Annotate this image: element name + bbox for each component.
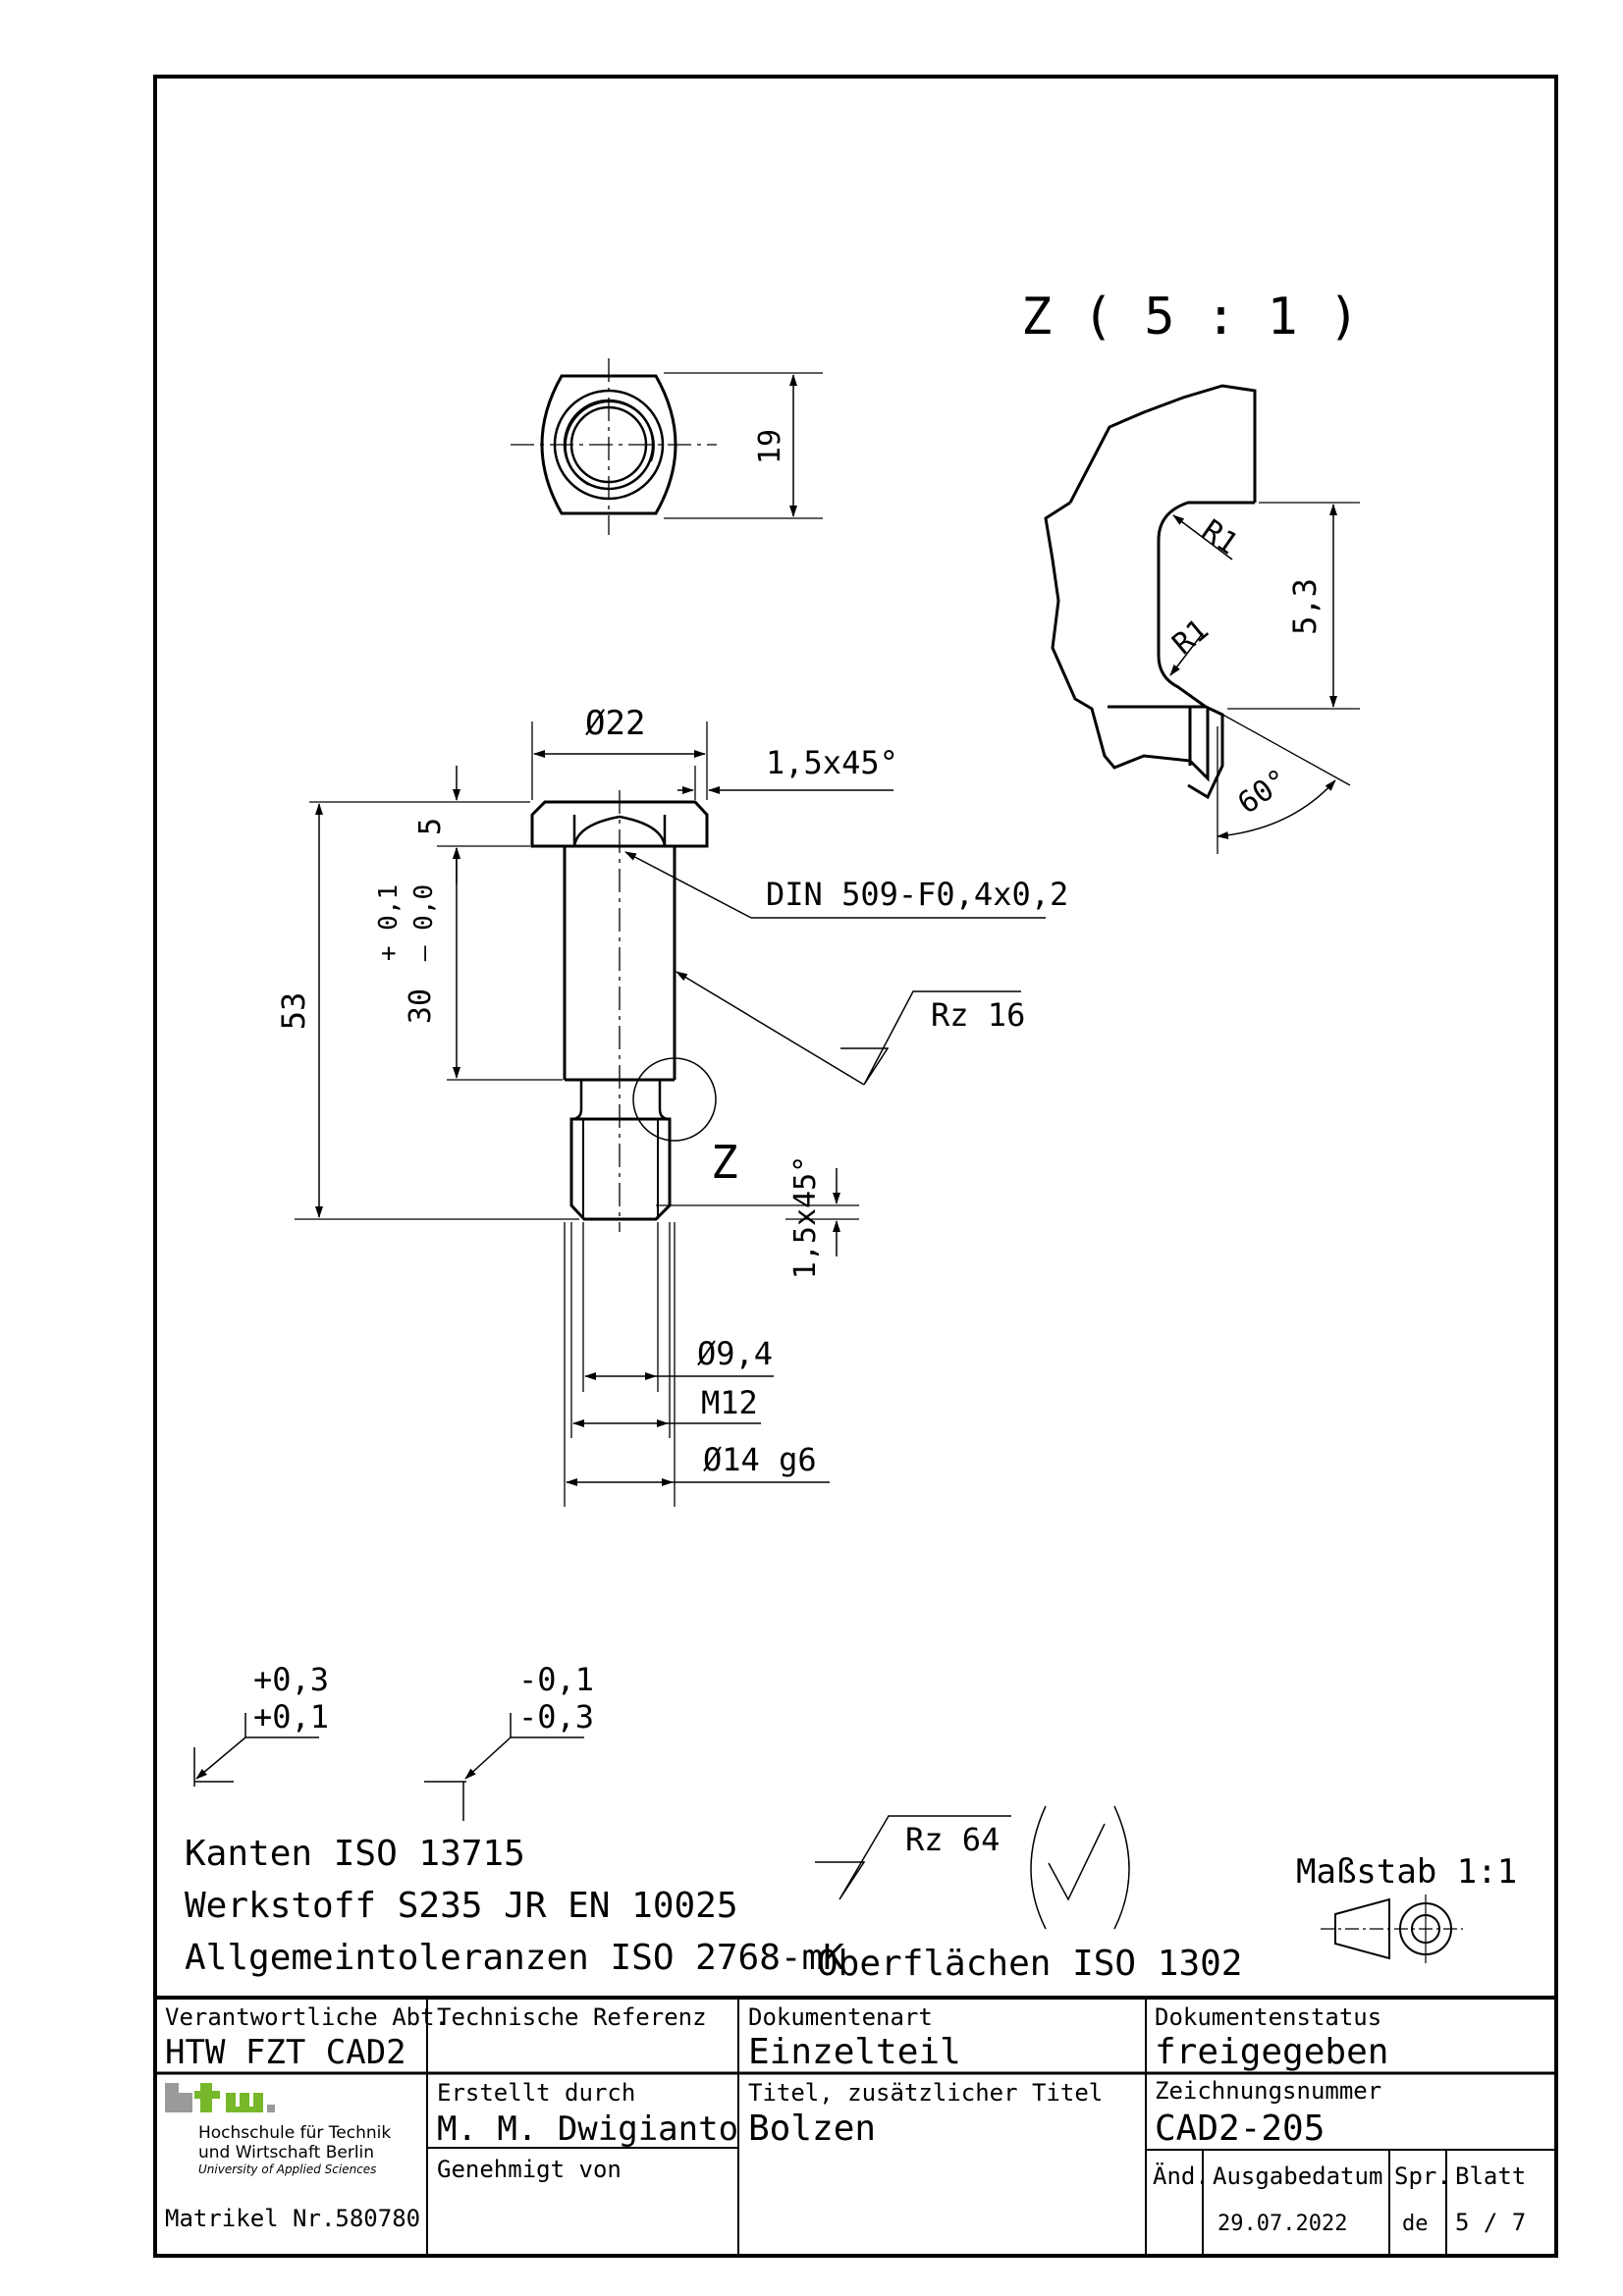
dim-chamfer-end: 1,5x45° — [788, 1155, 823, 1279]
tb-title: Bolzen — [748, 2109, 876, 2149]
detail-r1-bottom: R1 — [1166, 613, 1216, 662]
dim-dia-shaft: Ø14 g6 — [703, 1441, 817, 1478]
note-edges: Kanten ISO 13715 — [185, 1834, 525, 1874]
dim-top-height: 19 — [753, 429, 787, 464]
tb-sheet-label: Blatt — [1455, 2163, 1526, 2190]
dim-undercut: DIN 509-F0,4x0,2 — [766, 876, 1068, 913]
detail-angle: 60° — [1232, 763, 1295, 822]
surface-rz: Rz 64 — [905, 1821, 1000, 1858]
top-view — [511, 358, 823, 535]
tb-doc-status: freigegeben — [1155, 2032, 1388, 2072]
tb-issue-date-label: Ausgabedatum — [1213, 2163, 1382, 2190]
tol-left-upper: +0,3 — [253, 1661, 329, 1698]
tb-rev-label: Änd. — [1153, 2162, 1210, 2190]
tb-drawing-no: CAD2-205 — [1155, 2109, 1325, 2149]
front-view — [530, 790, 717, 1232]
tb-created-by: M. M. Dwigianto — [437, 2109, 738, 2149]
tb-issue-date: 29.07.2022 — [1217, 2212, 1347, 2236]
tb-lang: de — [1402, 2212, 1429, 2236]
dim-head-height: 5 — [413, 818, 448, 835]
detail-marker: Z — [711, 1136, 738, 1189]
detail-r1-top: R1 — [1195, 513, 1244, 561]
detail-view — [1044, 384, 1360, 854]
tb-sheet: 5 / 7 — [1455, 2209, 1526, 2236]
dim-dia-core: Ø9,4 — [697, 1335, 773, 1372]
detail-height: 5,3 — [1286, 578, 1324, 635]
tb-matrikel: Matrikel Nr.580780 — [165, 2205, 420, 2232]
tolerance-symbols — [193, 1713, 584, 1821]
dim-shaft-tol-lower: – 0,0 — [409, 884, 439, 961]
tb-resp-dept-label: Verantwortliche Abt. — [165, 2003, 449, 2031]
detail-title: Z ( 5 : 1 ) — [1021, 288, 1359, 347]
tb-created-label: Erstellt durch — [437, 2079, 635, 2107]
tb-lang-label: Spr. — [1394, 2163, 1451, 2190]
scale-label: Maßstab 1:1 — [1296, 1852, 1517, 1892]
tb-uni-line3: University of Applied Sciences — [198, 2163, 376, 2176]
tb-doc-status-label: Dokumentenstatus — [1155, 2003, 1381, 2031]
note-general-tol: Allgemeintoleranzen ISO 2768-mK — [185, 1938, 844, 1978]
dim-thread: M12 — [701, 1384, 758, 1421]
dim-chamfer-head: 1,5x45° — [766, 744, 898, 781]
tb-uni-line2: und Wirtschaft Berlin — [198, 2143, 374, 2163]
dim-shaft-length: 30 — [404, 988, 438, 1024]
tb-doc-type-label: Dokumentenart — [748, 2003, 933, 2031]
surface-standard: Oberflächen ISO 1302 — [817, 1944, 1242, 1984]
htw-logo — [165, 2083, 275, 2112]
front-view-dimensions — [295, 721, 1046, 1507]
dim-dia-head: Ø22 — [585, 704, 645, 743]
title-block-lines — [153, 1996, 1558, 2258]
surface-symbol — [815, 1805, 1130, 1930]
tol-right-upper: -0,1 — [518, 1661, 594, 1698]
projection-symbol — [1321, 1895, 1463, 1963]
dim-total-length: 53 — [275, 992, 312, 1031]
tb-uni-line1: Hochschule für Technik — [198, 2123, 391, 2143]
tb-title-label: Titel, zusätzlicher Titel — [748, 2079, 1103, 2107]
tb-approved-label: Genehmigt von — [437, 2156, 622, 2183]
dim-shaft-tol-upper: + 0,1 — [374, 884, 404, 961]
tol-right-lower: -0,3 — [518, 1698, 594, 1735]
tol-left-lower: +0,1 — [253, 1698, 329, 1735]
tb-doc-type: Einzelteil — [748, 2032, 961, 2072]
tb-drawing-no-label: Zeichnungsnummer — [1155, 2077, 1381, 2105]
tb-tech-ref-label: Technische Referenz — [437, 2003, 707, 2031]
tb-resp-dept: HTW FZT CAD2 — [165, 2033, 406, 2072]
dim-roughness: Rz 16 — [931, 996, 1025, 1034]
note-material: Werkstoff S235 JR EN 10025 — [185, 1886, 738, 1926]
